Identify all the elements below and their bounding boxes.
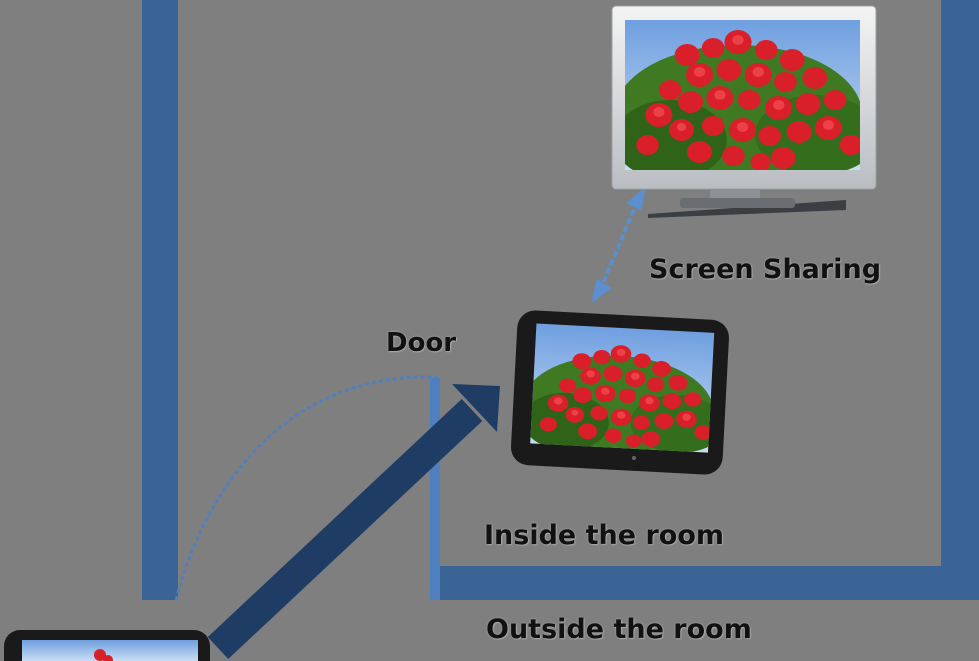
screen-sharing-label: Screen Sharing [649, 254, 882, 285]
bottom-wall [430, 566, 979, 600]
tablet-icon [510, 310, 729, 475]
left-wall [142, 0, 178, 600]
door-frame [430, 378, 440, 600]
tv-monitor-icon [611, 5, 877, 218]
inside-room-label: Inside the room [484, 520, 725, 551]
door-label: Door [386, 328, 457, 358]
outside-room-label: Outside the room [486, 614, 752, 645]
tablet-outside-icon [4, 630, 210, 661]
thick-arrow [207, 384, 500, 659]
screen-share-arrow-icon [591, 186, 646, 304]
right-wall [941, 0, 979, 600]
